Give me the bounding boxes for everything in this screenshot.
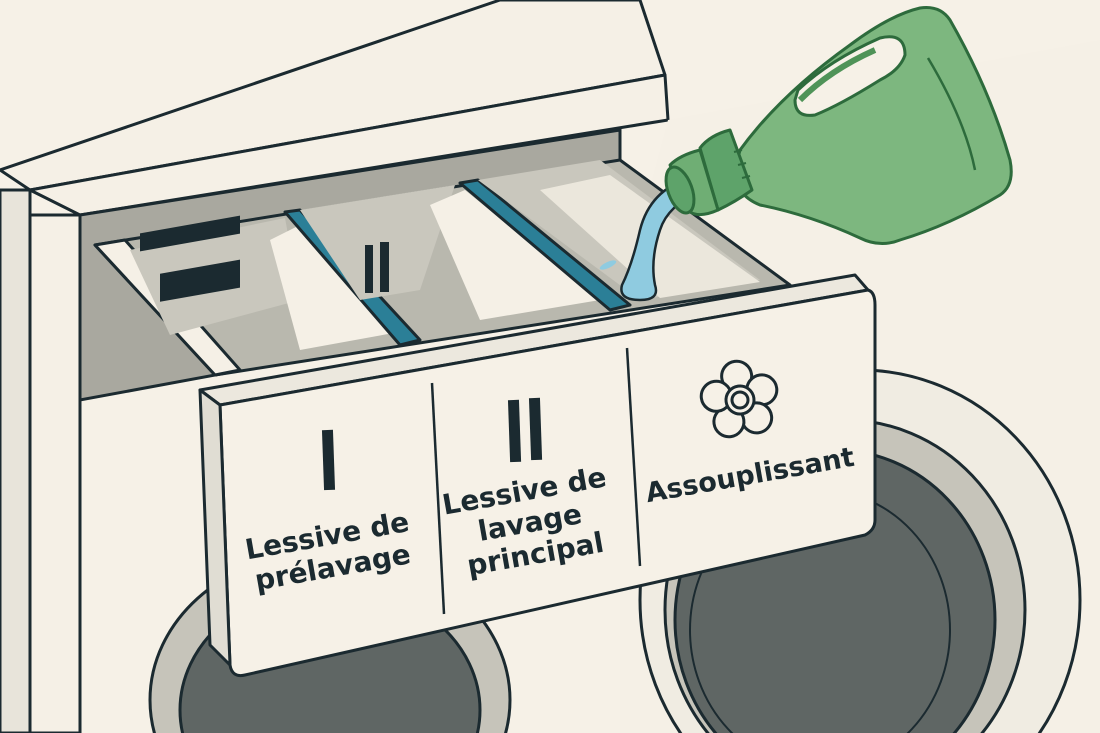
inner-marking-i-bottom <box>160 259 240 302</box>
flower-icon <box>699 359 779 439</box>
inner-marking-ii-b <box>380 242 389 292</box>
compartment-2-symbol-ii-a <box>507 399 522 463</box>
inner-marking-i-top <box>140 215 240 252</box>
compartment-2-symbol-ii-b <box>528 397 543 461</box>
detergent-drawer <box>93 158 792 377</box>
inner-marking-ii-a <box>365 245 373 293</box>
liquid-stream <box>599 176 702 302</box>
detergent-bottle <box>664 6 1013 245</box>
compartment-1-symbol-i <box>321 429 336 491</box>
